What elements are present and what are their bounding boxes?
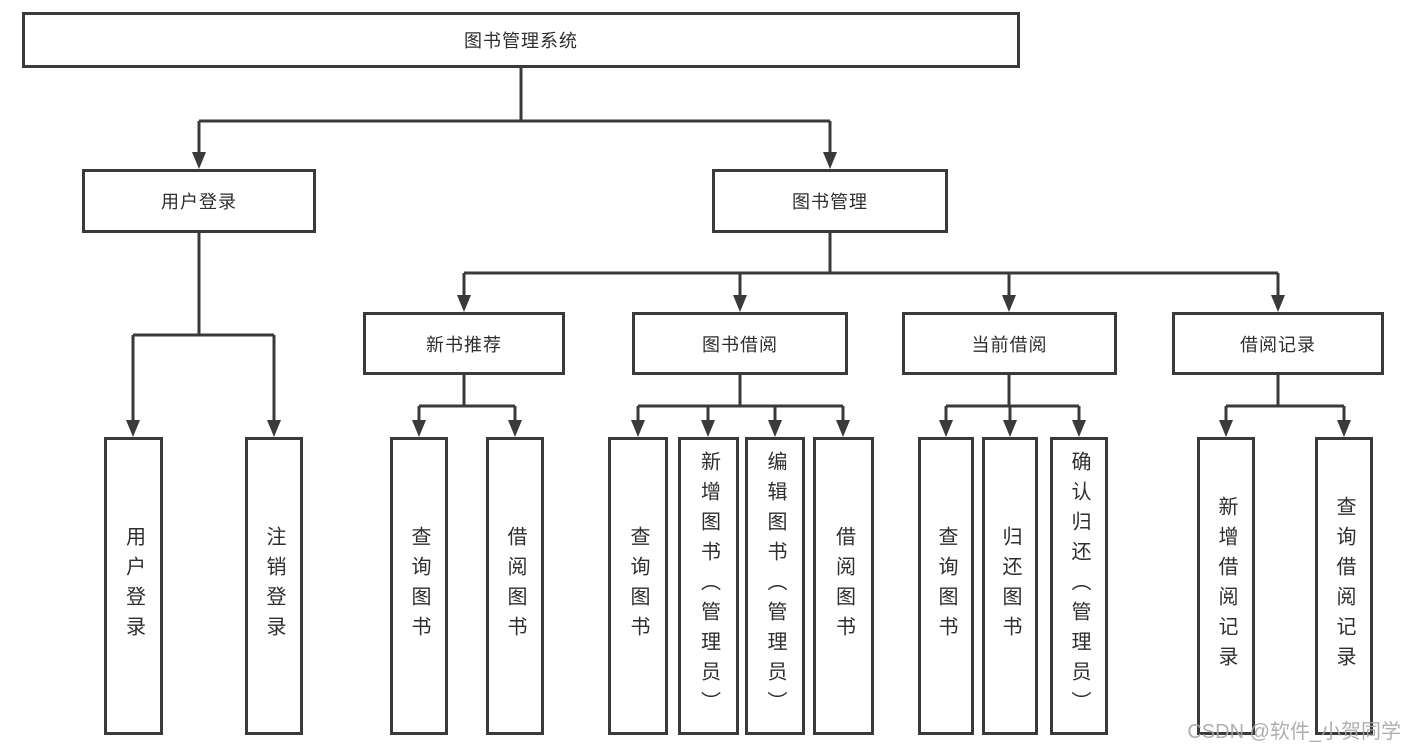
leaf-add-books-admin-label: 新增图书（管理员） bbox=[697, 451, 720, 721]
node-new-book-recommendation: 新书推荐 bbox=[363, 312, 565, 375]
leaf-add-borrow-record: 新增借阅记录 bbox=[1197, 437, 1255, 735]
leaf-return-books: 归还图书 bbox=[982, 437, 1038, 735]
leaf-logout-label: 注销登录 bbox=[263, 526, 285, 646]
node-current-borrowing-label: 当前借阅 bbox=[971, 334, 1048, 355]
node-root-label: 图书管理系统 bbox=[464, 31, 578, 51]
leaf-recommend-borrow-books-label: 借阅图书 bbox=[504, 526, 526, 646]
leaf-add-books-admin: 新增图书（管理员） bbox=[678, 437, 739, 735]
leaf-user-login-label: 用户登录 bbox=[122, 526, 145, 646]
node-borrowing-records-label: 借阅记录 bbox=[1240, 334, 1316, 355]
leaf-recommend-query-books-label: 查询图书 bbox=[408, 526, 430, 646]
leaf-recommend-borrow-books: 借阅图书 bbox=[486, 437, 544, 735]
node-current-borrowing: 当前借阅 bbox=[902, 312, 1117, 375]
leaf-recommend-query-books: 查询图书 bbox=[390, 437, 448, 735]
leaf-current-query-books: 查询图书 bbox=[918, 437, 974, 735]
leaf-logout: 注销登录 bbox=[245, 437, 303, 735]
leaf-user-login: 用户登录 bbox=[104, 437, 163, 735]
leaf-add-borrow-record-label: 新增借阅记录 bbox=[1215, 496, 1237, 676]
node-book-management: 图书管理 bbox=[712, 169, 948, 233]
watermark: CSDN @软件_小贺同学 bbox=[1187, 721, 1401, 743]
leaf-return-books-label: 归还图书 bbox=[999, 526, 1021, 646]
leaf-query-borrow-record-label: 查询借阅记录 bbox=[1333, 496, 1355, 676]
leaf-borrow-books: 借阅图书 bbox=[813, 437, 874, 735]
node-user-login: 用户登录 bbox=[82, 169, 316, 233]
leaf-borrowing-query-books-label: 查询图书 bbox=[627, 526, 649, 646]
node-root: 图书管理系统 bbox=[22, 12, 1020, 68]
leaf-current-query-books-label: 查询图书 bbox=[935, 526, 957, 646]
leaf-confirm-return-admin: 确认归还（管理员） bbox=[1050, 437, 1108, 735]
node-new-book-recommendation-label: 新书推荐 bbox=[426, 334, 502, 355]
node-user-login-label: 用户登录 bbox=[161, 192, 237, 212]
leaf-query-borrow-record: 查询借阅记录 bbox=[1315, 437, 1373, 735]
node-borrowing-records: 借阅记录 bbox=[1172, 312, 1384, 375]
leaf-edit-books-admin-label: 编辑图书（管理员） bbox=[764, 451, 786, 721]
leaf-confirm-return-admin-label: 确认归还（管理员） bbox=[1068, 451, 1090, 721]
node-book-borrowing-label: 图书借阅 bbox=[702, 334, 778, 355]
node-book-management-label: 图书管理 bbox=[792, 192, 868, 212]
node-book-borrowing: 图书借阅 bbox=[632, 312, 848, 375]
connector-path bbox=[131, 68, 1346, 421]
leaf-borrowing-query-books: 查询图书 bbox=[608, 437, 668, 735]
leaf-borrow-books-label: 借阅图书 bbox=[832, 526, 855, 646]
leaf-edit-books-admin: 编辑图书（管理员） bbox=[745, 437, 805, 735]
